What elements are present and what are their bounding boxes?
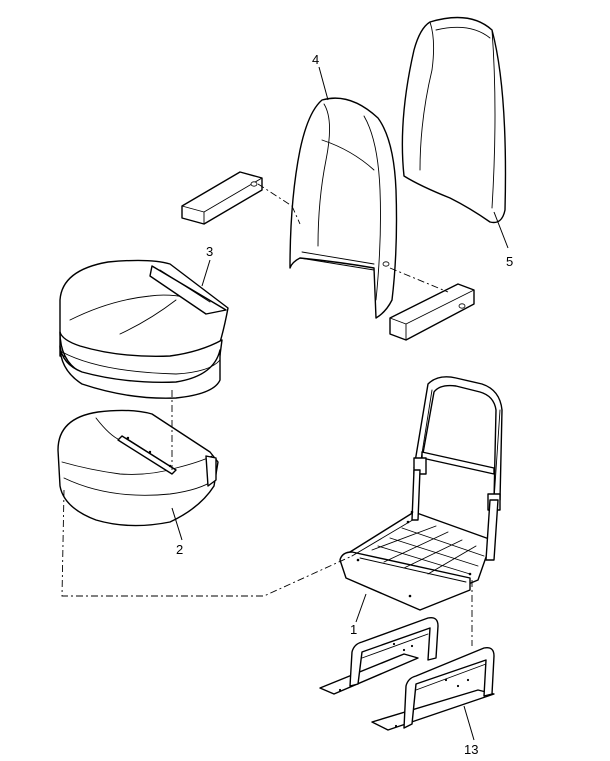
callout-3: 3 [206,244,213,259]
callout-4: 4 [312,52,319,67]
right-armrest-block [382,261,475,341]
alignment-lines [61,205,473,646]
callout-13: 13 [464,742,478,757]
leader-lines [171,66,509,741]
callout-5: 5 [506,254,513,269]
callout-2: 2 [176,542,183,557]
back-cover-part [289,97,398,319]
left-armrest-block [181,171,293,225]
seat-frame-part [339,376,503,611]
seat-cushion-part [57,409,219,527]
back-cushion-part [401,16,507,224]
mount-brackets-part [319,616,495,731]
seat-cover-part [59,259,229,399]
callout-1: 1 [350,622,357,637]
